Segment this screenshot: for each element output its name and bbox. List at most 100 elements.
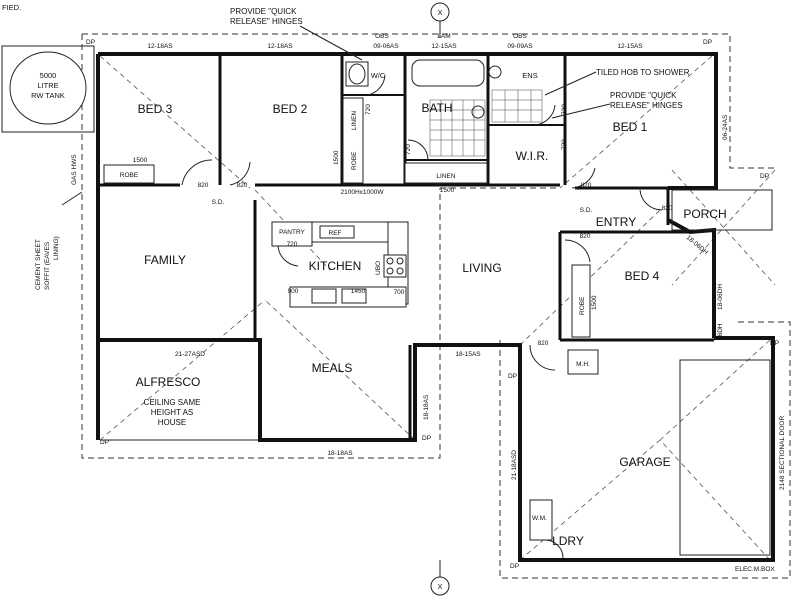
room-bed4: BED 4: [625, 269, 660, 283]
dims-d1500-c-text: 1500: [440, 187, 455, 194]
labels-linen-2-text: LINEN: [436, 173, 455, 180]
room-pantry: PANTRY: [279, 229, 305, 236]
dims-d820-b-text: 820: [237, 182, 248, 189]
labels-dp-5-text: DP: [508, 373, 517, 380]
room-porch: PORCH: [683, 207, 726, 221]
dims-d900-text: 900: [288, 288, 299, 295]
dims-d720-c-text: 720: [561, 104, 568, 115]
windows-w-meals-bottom-text: 18-18AS: [327, 450, 353, 457]
room-ens: ENS: [522, 71, 537, 80]
note-tiled-hob: TILED HOB TO SHOWER: [596, 68, 690, 77]
windows-w-living-text: 18-15AS: [455, 351, 481, 358]
labels-robe-3-text: ROBE: [579, 296, 586, 315]
windows-w-bed2-text: 12-18AS: [267, 43, 293, 50]
dims-d720-e-text: 720: [287, 241, 298, 248]
windows-w-meals-side-text: 18-18AS: [423, 394, 430, 420]
dims-d820-c-text: 820: [581, 182, 592, 189]
roof-outline: [81, 33, 791, 579]
dims-d1500-b-text: 1500: [333, 150, 340, 165]
dims-d720-b-text: 720: [405, 144, 412, 155]
windows-w-bed4-a-text: 18-06DH: [685, 234, 710, 256]
note-soffit-l2: SOFFIT (EAVES: [44, 241, 51, 290]
doors: [181, 74, 663, 559]
labels-ref-text: REF: [329, 230, 342, 237]
room-kitchen: KITCHEN: [309, 259, 362, 273]
note-sectional-door: 2148 SECTIONAL DOOR: [779, 416, 786, 490]
tank-label-3: RW TANK: [31, 91, 65, 100]
misc-labels: LINEN LINEN ROBE ROBE ROBE REF UBO S.D. …: [86, 39, 779, 570]
windows-obs-2-text: OBS: [513, 33, 527, 40]
note-hinges-2-l1: PROVIDE "QUICK: [610, 91, 677, 100]
north-marker-bottom: X: [430, 560, 450, 596]
room-living: LIVING: [462, 261, 501, 275]
note-hinges-1-l2: RELEASE" HINGES: [230, 17, 303, 26]
room-wc: W/C: [371, 71, 386, 80]
windows-w-alfresco-text: 21-27ASD: [175, 351, 205, 358]
labels-linen-1-text: LINEN: [351, 111, 358, 130]
dims-d820-f-text: 820: [538, 340, 549, 347]
labels-dp-2-text: DP: [86, 39, 95, 46]
note-elec-box: ELEC.M.BOX: [735, 566, 775, 573]
room-bed3: BED 3: [138, 102, 173, 116]
room-wir: W.I.R.: [516, 149, 549, 163]
room-entry: ENTRY: [596, 215, 636, 229]
windows-linen-window-text: 2100Hx1000W: [341, 189, 385, 196]
fixtures: [103, 59, 773, 556]
windows-w-ens-text: 09-09AS: [507, 43, 533, 50]
interior-walls: [98, 54, 714, 440]
dims-d720-d-text: 720: [561, 139, 568, 150]
room-bath: BATH: [421, 101, 452, 115]
notes: PROVIDE "QUICK RELEASE" HINGES TILED HOB…: [35, 7, 786, 573]
note-hinges-1-l1: PROVIDE "QUICK: [230, 7, 297, 16]
note-hinges-2-l2: RELEASE" HINGES: [610, 101, 683, 110]
note-wm: W.M.: [532, 515, 547, 522]
labels-robe-1-text: ROBE: [120, 172, 139, 179]
dims-d1500-a-text: 1500: [133, 157, 148, 164]
windows-w-garage-side-text: 21-18ASD: [511, 450, 518, 480]
windows-obs-1-text: OBS: [375, 33, 389, 40]
north-arrow-bottom-text: X: [437, 582, 442, 591]
labels-dp-6-text: DP: [770, 340, 779, 347]
window-codes: 12-18AS 12-18AS 09-06AS 12-15AS 09-09AS …: [147, 33, 729, 480]
north-arrow-top-text: X: [437, 8, 442, 17]
note-ceiling-l2: HEIGHT AS: [151, 408, 194, 417]
room-mh: M.H.: [576, 361, 590, 368]
note-gas-hws: GAS HWS: [71, 154, 78, 185]
dims-d820-a-text: 820: [198, 182, 209, 189]
labels-robe-2-text: ROBE: [351, 151, 358, 170]
room-ldry: LDRY: [552, 534, 584, 548]
room-family: FAMILY: [144, 253, 186, 267]
windows-lam-text: LAM: [437, 33, 450, 40]
labels-dp-1-text: DP: [703, 39, 712, 46]
windows-w-bed3-text: 12-18AS: [147, 43, 173, 50]
note-ceiling-l1: CEILING SAME: [144, 398, 201, 407]
dims-d700-text: 700: [394, 289, 405, 296]
windows-w-wc-text: 09-06AS: [373, 43, 399, 50]
labels-dp-8-text: DP: [510, 563, 519, 570]
windows-w-bed1-side-text: 06-24AS: [722, 114, 729, 140]
windows-w-bath-text: 12-15AS: [431, 43, 457, 50]
room-bed2: BED 2: [273, 102, 308, 116]
labels-dp-7-text: DP: [760, 173, 769, 180]
note-ceiling-l3: HOUSE: [158, 418, 186, 427]
room-bed1: BED 1: [613, 120, 648, 134]
dims-d720-a-text: 720: [365, 104, 372, 115]
dims-d1500-d-text: 1500: [591, 295, 598, 310]
dims-d820-d-text: 820: [662, 205, 673, 212]
note-soffit-l3: LINING): [53, 236, 60, 260]
labels-dp-3-text: DP: [100, 439, 109, 446]
labels-dp-4-text: DP: [422, 435, 431, 442]
top-note: FIED.: [2, 3, 21, 12]
windows-w-bed4-b-text: 18-06DH: [717, 284, 724, 310]
room-alfresco: ALFRESCO: [136, 375, 201, 389]
windows-w-bed1-text: 12-15AS: [617, 43, 643, 50]
roof-diagonals: [99, 55, 776, 561]
note-soffit-l1: CEMENT SHEET: [35, 239, 42, 290]
dimensions: 820 820 820 820 820 820 720 720 720 720 …: [133, 104, 673, 347]
north-marker-top: X: [430, 2, 450, 38]
labels-ubo-text: UBO: [375, 261, 382, 275]
labels-sd-1-text: S.D.: [212, 199, 225, 206]
exterior-walls: [96, 52, 775, 562]
tank-label-2: LITRE: [37, 81, 58, 90]
